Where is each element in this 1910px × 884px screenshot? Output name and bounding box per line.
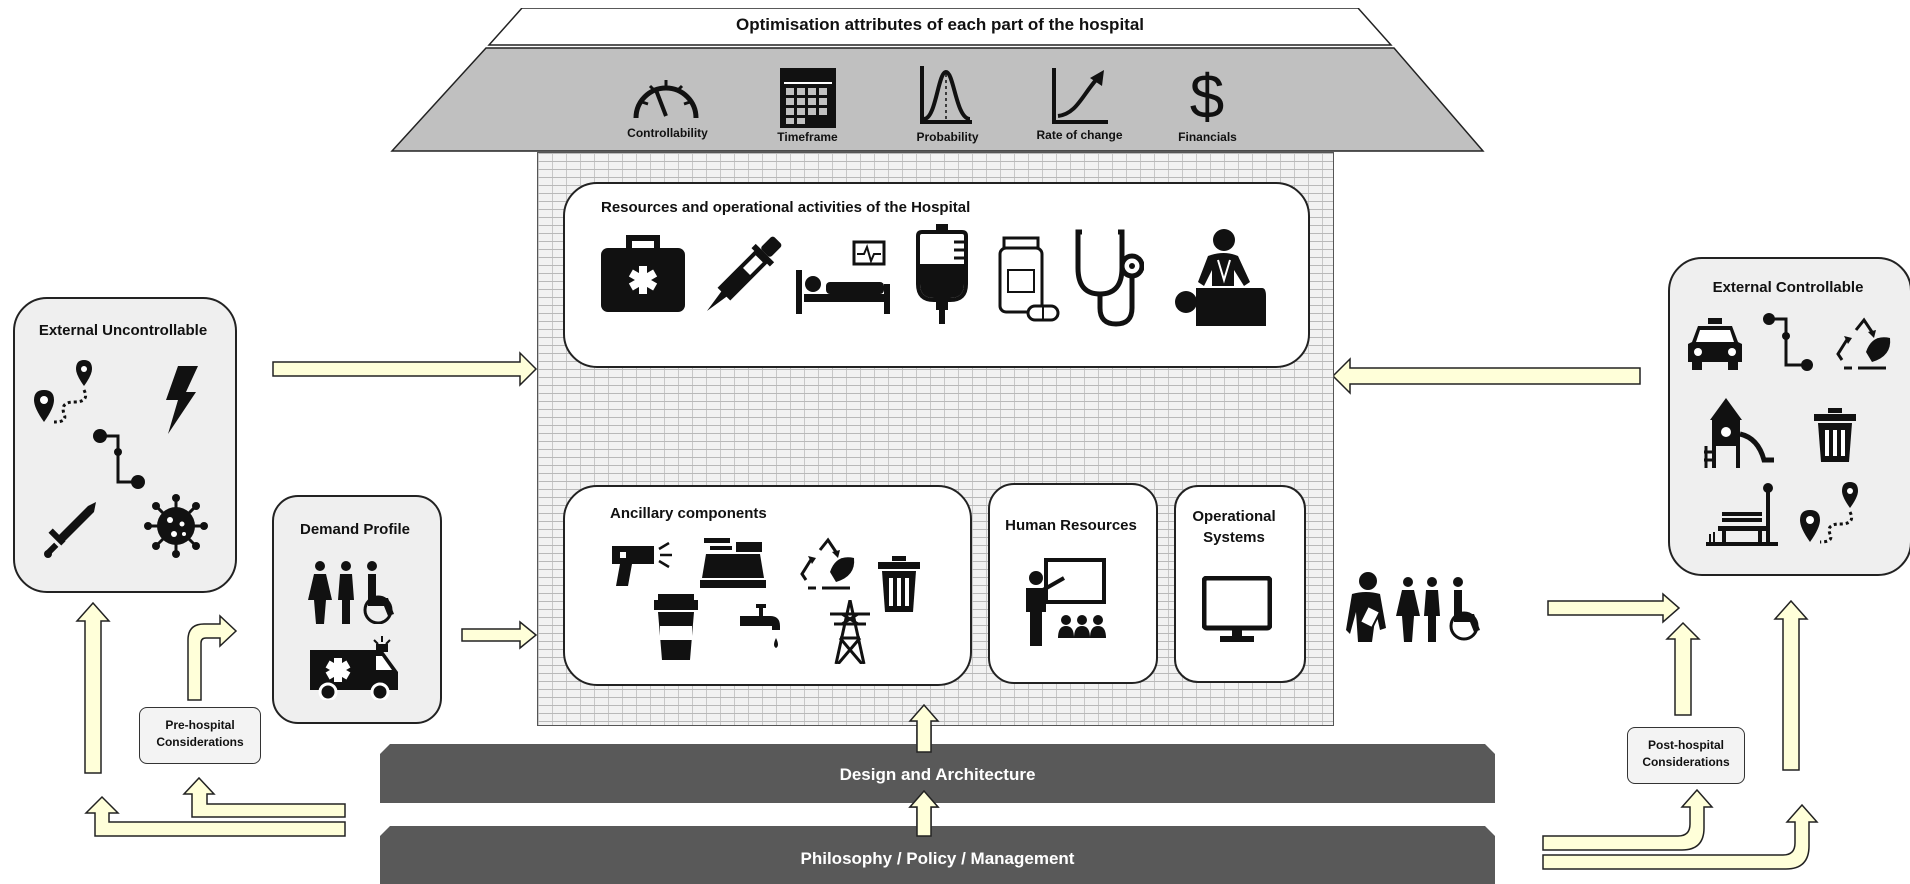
- sword-icon: [44, 500, 98, 558]
- patients-icon: [1346, 572, 1498, 642]
- arrow-bent-to-left: [84, 795, 346, 837]
- arrow-hospital-to-discharge: [1547, 592, 1681, 624]
- attr-label-financials: Financials: [1178, 130, 1237, 144]
- tap-icon: [740, 604, 786, 656]
- route-icon: [34, 360, 96, 428]
- trash-icon-2: [1814, 408, 1856, 462]
- taxi-icon: [1688, 318, 1742, 370]
- arrow-external-uncontrollable-to-hospital: [272, 351, 538, 387]
- roof-title: Optimisation attributes of each part of …: [735, 15, 1145, 34]
- attr-label-timeframe: Timeframe: [777, 130, 838, 144]
- network-icon-2: [1762, 312, 1814, 372]
- monitor-icon: [1202, 576, 1272, 644]
- roof: [390, 8, 1485, 152]
- lightning-icon: [164, 366, 198, 434]
- arrow-external-controllable-to-hospital: [1331, 357, 1641, 395]
- trash-icon: [878, 556, 920, 612]
- ambulance-icon: [310, 634, 400, 700]
- dropper-icon: [700, 230, 786, 320]
- philosophy-policy-band: Philosophy / Policy / Management: [380, 826, 1495, 884]
- virus-icon: [144, 494, 208, 558]
- recycle-icon: [800, 536, 856, 592]
- people-icon: [308, 560, 408, 624]
- medical-kit-icon: [601, 234, 685, 314]
- arrow-up-to-external-controllable: [1773, 599, 1809, 771]
- pylon-icon: [826, 600, 874, 664]
- teacher-icon: [1024, 556, 1116, 646]
- cpr-icon: [1172, 226, 1266, 326]
- attr-label-rate-of-change: Rate of change: [1036, 128, 1123, 142]
- ancillary-title: Ancillary components: [610, 505, 767, 522]
- gauge-icon: [630, 68, 702, 122]
- design-architecture-label: Design and Architecture: [839, 765, 1036, 784]
- design-architecture-band: Design and Architecture: [380, 744, 1495, 803]
- hospital-bed-icon: [796, 236, 890, 314]
- pre-hospital-label: Pre-hospital Considerations: [156, 718, 244, 749]
- external-controllable-panel: [1668, 257, 1910, 576]
- svg-text:$: $: [1190, 63, 1224, 126]
- dollar-icon: $: [1186, 62, 1228, 126]
- recycle-icon-2: [1836, 316, 1892, 372]
- human-resources-title: Human Resources: [1005, 517, 1137, 534]
- arrow-bent-to-pre-hospital: [182, 776, 346, 818]
- coffee-cup-icon: [654, 594, 698, 660]
- bench-icon: [1706, 482, 1778, 546]
- demand-profile-title: Demand Profile: [299, 521, 411, 538]
- bell-curve-icon: [916, 64, 974, 126]
- arrow-demand-to-hospital: [461, 620, 538, 650]
- arrow-bent-to-external-controllable: [1542, 803, 1819, 870]
- rising-arrow-icon: [1050, 66, 1110, 126]
- philosophy-policy-label: Philosophy / Policy / Management: [800, 849, 1075, 868]
- calendar-icon: [780, 68, 836, 128]
- band-arrows: [908, 703, 940, 837]
- arrow-up-to-external-uncontrollable: [75, 601, 111, 774]
- stethoscope-icon: [1072, 228, 1144, 328]
- external-uncontrollable-title: External Uncontrollable: [38, 322, 208, 339]
- post-hospital-box: Post-hospital Considerations: [1627, 727, 1745, 784]
- arrow-pre-hospital-to-demand: [187, 614, 238, 701]
- operational-systems-title: Operational Systems: [1192, 508, 1276, 546]
- cash-register-icon: [700, 538, 766, 588]
- external-uncontrollable-panel: [13, 297, 237, 593]
- network-icon: [92, 428, 146, 490]
- playground-icon: [1704, 398, 1776, 468]
- external-controllable-title: External Controllable: [1712, 279, 1864, 296]
- post-hospital-label: Post-hospital Considerations: [1642, 738, 1730, 769]
- attr-label-probability: Probability: [916, 130, 979, 144]
- route-icon-2: [1800, 482, 1862, 546]
- resources-title: Resources and operational activities of …: [601, 199, 971, 216]
- pre-hospital-box: Pre-hospital Considerations: [139, 707, 261, 764]
- arrow-post-hospital-up: [1665, 621, 1701, 716]
- radar-gun-icon: [610, 542, 674, 588]
- attr-label-controllability: Controllability: [627, 126, 708, 140]
- arrow-bent-to-post-hospital: [1542, 788, 1714, 851]
- iv-bag-icon: [914, 224, 970, 324]
- pill-bottle-icon: [998, 236, 1060, 322]
